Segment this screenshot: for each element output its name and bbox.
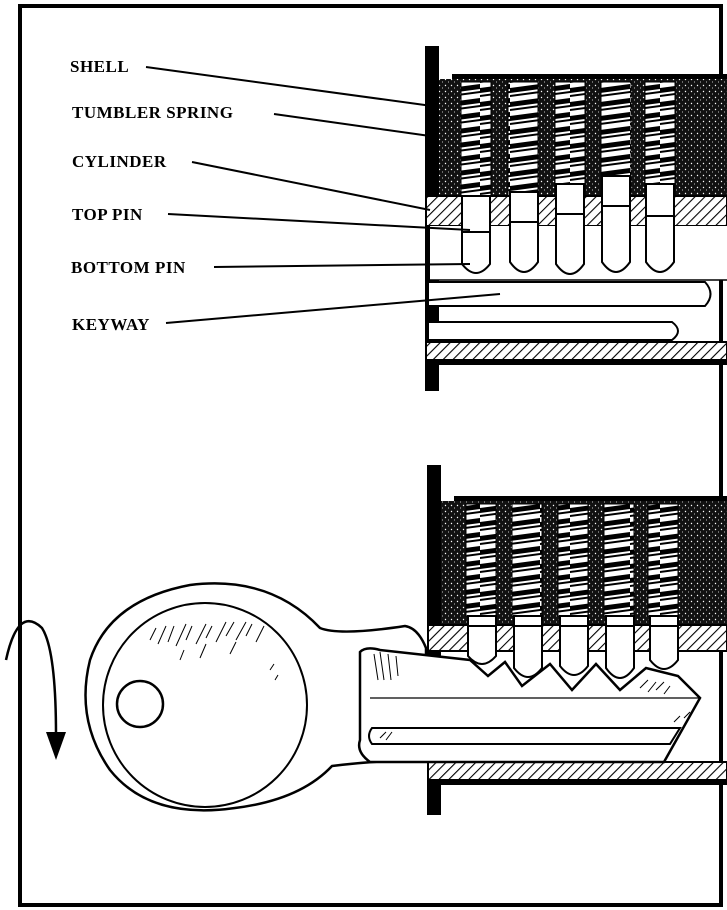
label-bottom-pin: BOTTOM PIN <box>71 258 186 277</box>
bottom-lock-assembly <box>427 465 727 815</box>
label-top-pin: TOP PIN <box>72 205 143 224</box>
top-pins <box>461 175 675 275</box>
bottom-pins <box>467 615 679 679</box>
top-shell-bottom <box>425 341 727 361</box>
outer-frame <box>18 4 723 907</box>
label-keyway: KEYWAY <box>72 315 150 334</box>
key-bow-inner <box>102 602 308 808</box>
top-lock-assembly <box>425 46 727 391</box>
bottom-springs <box>465 503 679 617</box>
bottom-shell-top <box>454 496 727 501</box>
key-hole <box>115 679 165 729</box>
label-cylinder: CYLINDER <box>72 152 167 171</box>
key <box>84 582 702 812</box>
label-shell: SHELL <box>70 57 130 76</box>
top-shell-top <box>452 74 727 79</box>
key-shading <box>149 621 691 741</box>
key-blade-groove <box>368 727 682 745</box>
leader-lines <box>145 66 501 324</box>
top-keyway-slot-lower <box>427 321 679 341</box>
label-tumbler-spring: TUMBLER SPRING <box>72 103 234 122</box>
bottom-shell-bottom <box>427 761 727 781</box>
rotation-arrow <box>4 620 58 736</box>
top-keyway-slot-upper <box>427 281 712 307</box>
